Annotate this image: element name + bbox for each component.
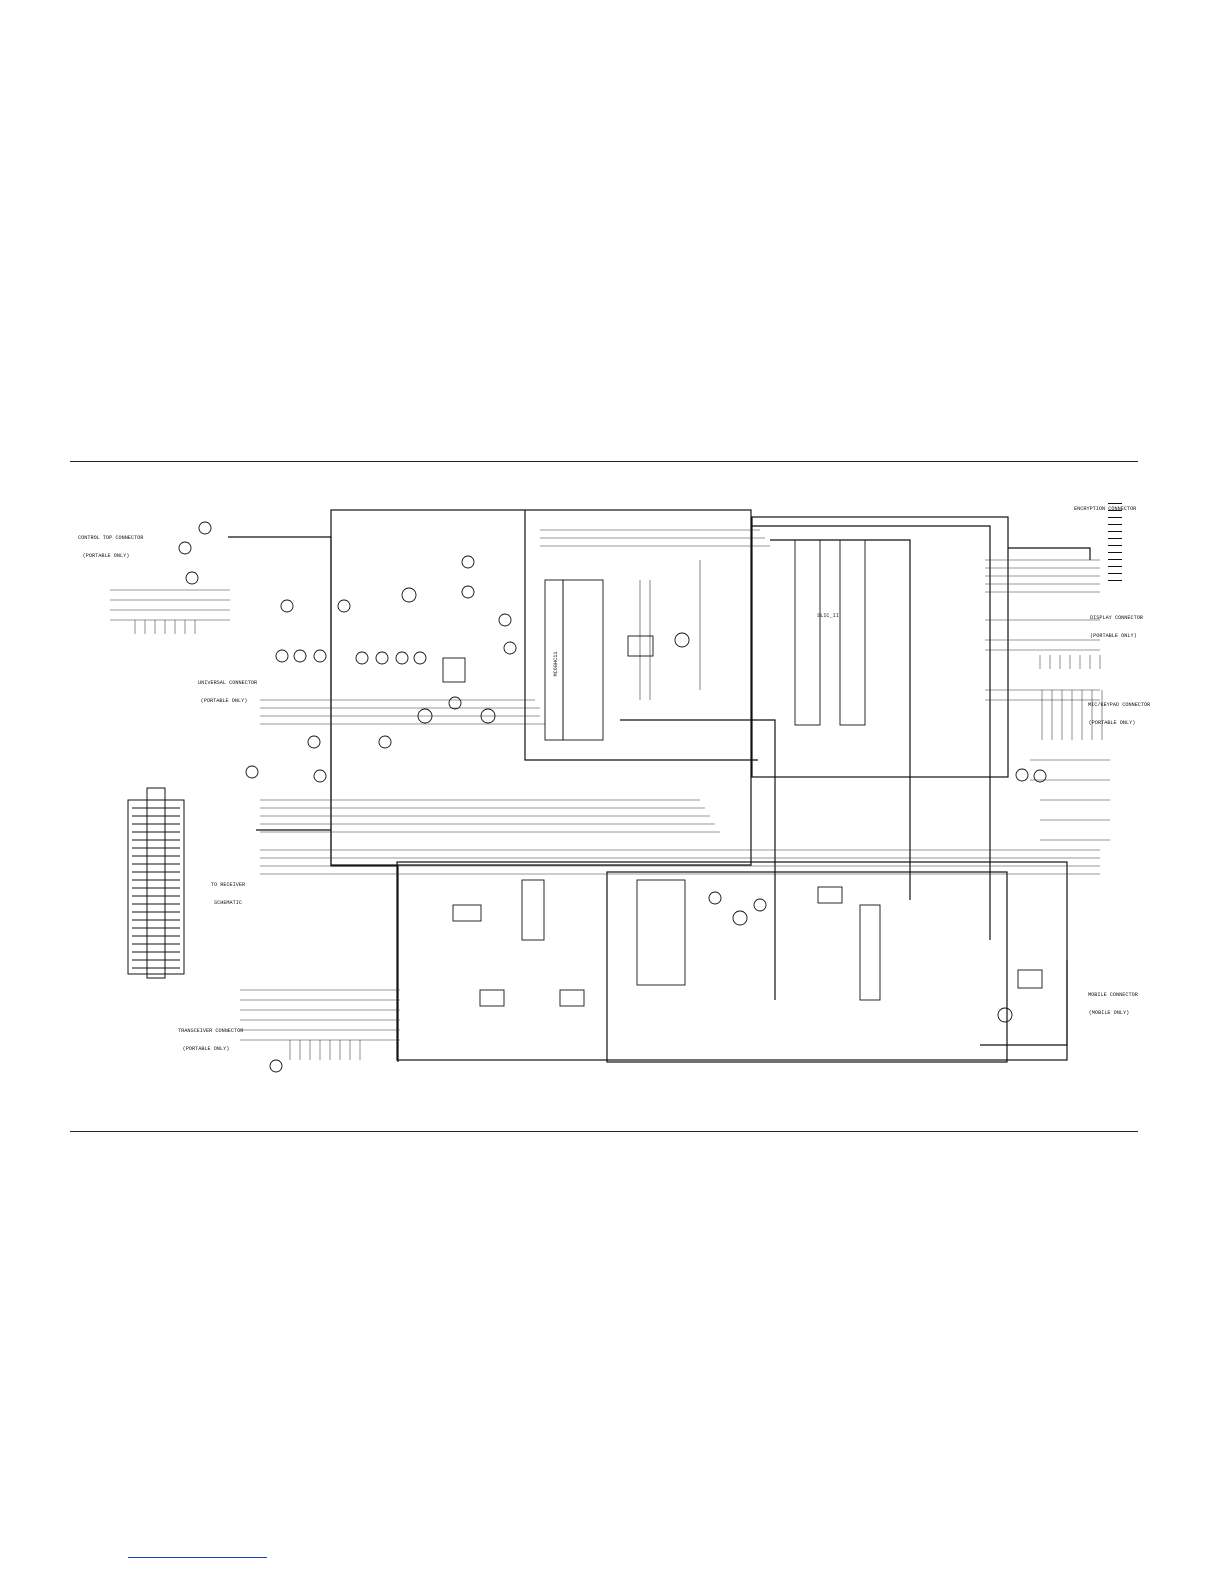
top-rule bbox=[70, 461, 1138, 462]
bus-mid bbox=[620, 719, 776, 1000]
wire-bundle-f bbox=[985, 619, 1100, 701]
ic-u7 bbox=[627, 635, 654, 657]
ic-slic-right bbox=[839, 539, 866, 726]
to-receiver-label: TO RECEIVER SCHEMATIC bbox=[208, 870, 248, 912]
ic-mc68hc11-pins bbox=[562, 579, 604, 741]
wire-bundle-d bbox=[260, 849, 1100, 875]
mobile-connector-label: MOBILE CONNECTOR (MOBILE ONLY) bbox=[1088, 980, 1138, 1022]
ic-sram bbox=[521, 879, 545, 941]
bus-bottom bbox=[980, 960, 1068, 1046]
ic-slic bbox=[794, 539, 821, 726]
display-connector-label: DISPLAY CONNECTOR (PORTABLE ONLY) bbox=[1090, 603, 1143, 645]
ic-u5 bbox=[1017, 969, 1043, 989]
ic-u6 bbox=[442, 657, 466, 683]
label-line: (PORTABLE ONLY) bbox=[82, 553, 130, 559]
universal-connector-label: UNIVERSAL CONNECTOR (PORTABLE ONLY) bbox=[198, 668, 258, 710]
label-line: UNIVERSAL CONNECTOR bbox=[198, 680, 258, 686]
bus-top2 bbox=[752, 525, 991, 940]
label-line: CONTROL TOP CONNECTOR bbox=[78, 535, 144, 541]
label-line: SLIC_II bbox=[817, 613, 839, 619]
encryption-pins bbox=[1108, 503, 1122, 581]
label-line: (MOBILE ONLY) bbox=[1088, 1010, 1130, 1016]
logic-board-frame bbox=[330, 509, 752, 866]
label-line: (PORTABLE ONLY) bbox=[182, 1046, 230, 1052]
label-line: (PORTABLE ONLY) bbox=[1088, 720, 1136, 726]
ic-u8 bbox=[817, 886, 843, 904]
wire-bundle-j bbox=[639, 560, 701, 700]
label-line: MIC/KEYPAD CONNECTOR bbox=[1088, 702, 1151, 708]
wire-bundle-a bbox=[260, 699, 545, 725]
ic-logic-right bbox=[859, 904, 881, 1001]
label-line: MC68HC11 bbox=[553, 651, 559, 677]
bottom-rule bbox=[70, 1131, 1138, 1132]
label-line: (PORTABLE ONLY) bbox=[1090, 633, 1137, 639]
slic-ic-label: SLIC_II bbox=[815, 601, 841, 625]
ic-u2 bbox=[452, 904, 482, 922]
ic-u4 bbox=[559, 989, 585, 1007]
wire-bundle-c bbox=[260, 799, 720, 833]
label-line: MOBILE CONNECTOR bbox=[1088, 992, 1138, 998]
encryption-connector-label: ENCRYPTION CONNECTOR bbox=[1074, 494, 1137, 518]
wire-bundle-h bbox=[240, 989, 400, 1041]
wire-bundle-g bbox=[1030, 759, 1110, 841]
slic-block-frame bbox=[751, 516, 1009, 778]
transceiver-connector-label: TRANSCEIVER CONNECTOR (PORTABLE ONLY) bbox=[178, 1016, 244, 1058]
ic-u3 bbox=[479, 989, 505, 1007]
ram-block-frame bbox=[396, 861, 1068, 1061]
label-line: (PORTABLE ONLY) bbox=[200, 698, 248, 704]
label-line: SCHEMATIC bbox=[213, 900, 243, 906]
bus-top bbox=[524, 510, 758, 761]
bus-right bbox=[1008, 547, 1091, 560]
label-line: ENCRYPTION CONNECTOR bbox=[1074, 506, 1137, 512]
label-line: DISPLAY CONNECTOR bbox=[1090, 615, 1143, 621]
wire-bundle-i bbox=[110, 589, 230, 621]
wire-bundle-e bbox=[985, 559, 1100, 593]
label-line: TO RECEIVER bbox=[210, 882, 246, 888]
mic-keypad-connector-label: MIC/KEYPAD CONNECTOR (PORTABLE ONLY) bbox=[1088, 690, 1151, 732]
label-line: TRANSCEIVER CONNECTOR bbox=[178, 1028, 244, 1034]
mobile-outline bbox=[606, 871, 1008, 1063]
ic-eeprom bbox=[636, 879, 686, 986]
main-bus bbox=[228, 536, 399, 1062]
footer-link-underline[interactable] bbox=[128, 1557, 267, 1558]
mc68hc11-ic-label: MC68HC11 bbox=[541, 641, 565, 687]
receiver-connector bbox=[127, 787, 185, 979]
resistor-arrays bbox=[134, 620, 1103, 1060]
wire-bundle-b bbox=[540, 529, 770, 547]
transistors bbox=[178, 521, 1047, 1073]
control-top-connector-label: CONTROL TOP CONNECTOR (PORTABLE ONLY) bbox=[78, 523, 144, 565]
